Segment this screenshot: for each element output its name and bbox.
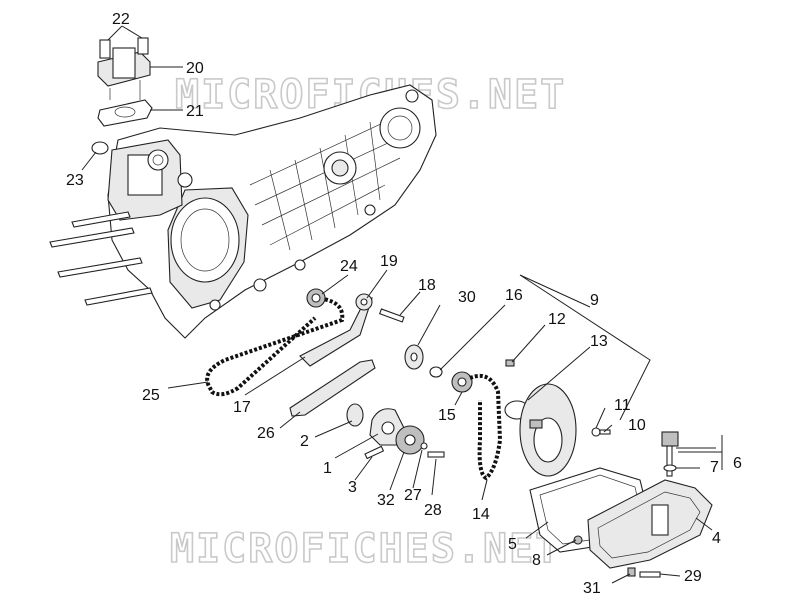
callout-7: 7 (710, 459, 719, 476)
callout-5: 5 (508, 536, 517, 553)
tensioner-19 (355, 293, 373, 311)
callout-4: 4 (712, 530, 721, 547)
callout-22: 22 (112, 11, 130, 28)
washer-27 (420, 442, 428, 450)
bolt-28 (427, 451, 445, 458)
callout-2: 2 (300, 433, 309, 450)
callout-3: 3 (348, 479, 357, 496)
callout-16: 16 (505, 287, 523, 304)
callout-10: 10 (628, 417, 646, 434)
chain-guide-26 (289, 359, 376, 417)
callout-14: 14 (472, 506, 490, 523)
callout-9: 9 (590, 292, 599, 309)
plug-8 (573, 535, 583, 545)
callout-1: 1 (323, 460, 332, 477)
chain-guide-17 (299, 297, 373, 367)
callout-30: 30 (458, 289, 476, 306)
callout-17: 17 (233, 399, 251, 416)
callout-13: 13 (590, 333, 608, 350)
callout-6: 6 (733, 455, 742, 472)
callout-12: 12 (548, 311, 566, 328)
callout-24: 24 (340, 258, 358, 275)
dipstick-6-7 (661, 431, 679, 477)
washer-30 (404, 344, 424, 370)
bolt-29 (639, 571, 661, 578)
callout-25: 25 (142, 387, 160, 404)
crankcase (49, 84, 437, 339)
callout-labels: 22 20 21 23 24 19 18 30 16 9 12 13 25 17… (66, 11, 742, 597)
callout-31: 31 (583, 580, 601, 597)
timing-chain-25 (205, 296, 345, 397)
sprocket-15 (451, 371, 473, 393)
callout-11: 11 (614, 397, 631, 414)
callout-8: 8 (532, 552, 541, 569)
callout-15: 15 (438, 407, 456, 424)
pump-sprocket-32 (395, 425, 425, 455)
tensioner-assembly (91, 37, 153, 155)
bolt-3 (364, 445, 385, 460)
callout-26: 26 (257, 425, 275, 442)
callout-32: 32 (377, 492, 395, 509)
gasket-2 (346, 403, 364, 427)
sprocket-24 (306, 288, 326, 308)
callout-19: 19 (380, 253, 398, 270)
callout-18: 18 (418, 277, 436, 294)
pin-12 (505, 359, 515, 367)
callout-27: 27 (404, 487, 422, 504)
chain-14 (469, 373, 503, 481)
callout-20: 20 (186, 60, 204, 77)
callout-28: 28 (424, 502, 442, 519)
clip-31 (627, 567, 636, 577)
callout-29: 29 (684, 568, 702, 585)
oring-16 (429, 366, 443, 378)
callout-23: 23 (66, 172, 84, 189)
cover-9 (519, 383, 577, 477)
watermark-bottom: MICROFICHES.NET (170, 526, 561, 572)
bolt-18 (378, 308, 405, 323)
oil-sump-4 (587, 479, 713, 569)
callout-21: 21 (186, 103, 204, 120)
leader-lines (81, 25, 723, 584)
screw-10-11 (591, 427, 611, 437)
